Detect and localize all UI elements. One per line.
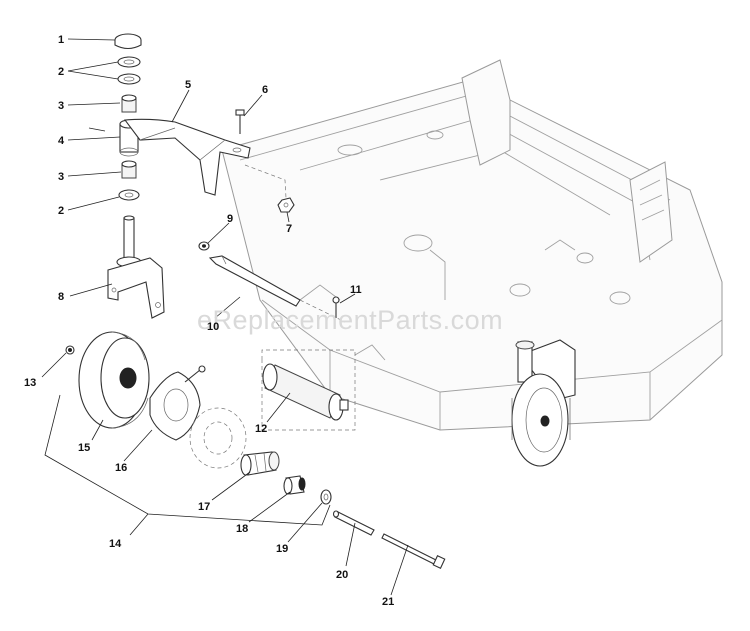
leader-lines <box>41 38 409 596</box>
callout-8: 8 <box>58 291 64 303</box>
part-6-bolt <box>235 109 245 134</box>
callout-3-lower: 3 <box>58 171 64 183</box>
part-7-nut <box>244 164 295 213</box>
part-10-pivot-rod <box>208 255 346 323</box>
callout-19: 19 <box>276 543 288 555</box>
callout-10: 10 <box>207 321 219 333</box>
callout-6: 6 <box>262 84 268 96</box>
part-21-axle-bolt <box>381 533 446 569</box>
callout-labels: 1 2 3 4 3 2 5 6 7 8 9 10 11 12 13 14 15 … <box>24 34 394 608</box>
callout-2-upper: 2 <box>58 66 64 78</box>
part-3-bushing-lower <box>121 160 137 179</box>
part-16-rim-half <box>149 365 206 441</box>
part-20-axle-sleeve <box>332 510 375 536</box>
part-5-caster-arm <box>123 118 251 196</box>
callout-5: 5 <box>185 79 191 91</box>
part-17-bearing <box>240 451 280 476</box>
part-1-cap <box>114 33 142 50</box>
part-15-tire <box>78 331 150 429</box>
callout-16: 16 <box>115 462 127 474</box>
callout-18: 18 <box>236 523 248 535</box>
part-8-caster-fork <box>107 215 165 319</box>
mower-deck <box>221 59 723 431</box>
callout-21: 21 <box>382 596 394 608</box>
callout-3-upper: 3 <box>58 100 64 112</box>
callout-13: 13 <box>24 377 36 389</box>
callout-17: 17 <box>198 501 210 513</box>
callout-2-lower: 2 <box>58 205 64 217</box>
callout-1: 1 <box>58 34 64 46</box>
callout-20: 20 <box>336 569 348 581</box>
part-9-washer <box>198 241 210 251</box>
callout-12: 12 <box>255 423 267 435</box>
part-12-roller <box>261 349 356 431</box>
part-2-washers-upper <box>117 56 141 85</box>
callout-7: 7 <box>286 223 292 235</box>
callout-4: 4 <box>58 135 65 147</box>
part-14-assembly-bracket <box>44 394 331 536</box>
callout-14: 14 <box>109 538 122 550</box>
installed-caster-assembly <box>511 339 576 467</box>
callout-11: 11 <box>350 284 362 296</box>
part-11-bolt <box>332 296 340 318</box>
part-18-spacer <box>283 475 306 495</box>
callout-9: 9 <box>227 213 233 225</box>
part-19-washer <box>320 489 332 505</box>
part-13-lug-nut <box>65 345 75 355</box>
callout-15: 15 <box>78 442 90 454</box>
watermark: eReplacementParts.com <box>197 305 503 335</box>
part-2-washer-lower <box>118 189 140 201</box>
wheel-hub-outline <box>189 407 247 469</box>
part-3-bushing-upper <box>121 94 137 113</box>
